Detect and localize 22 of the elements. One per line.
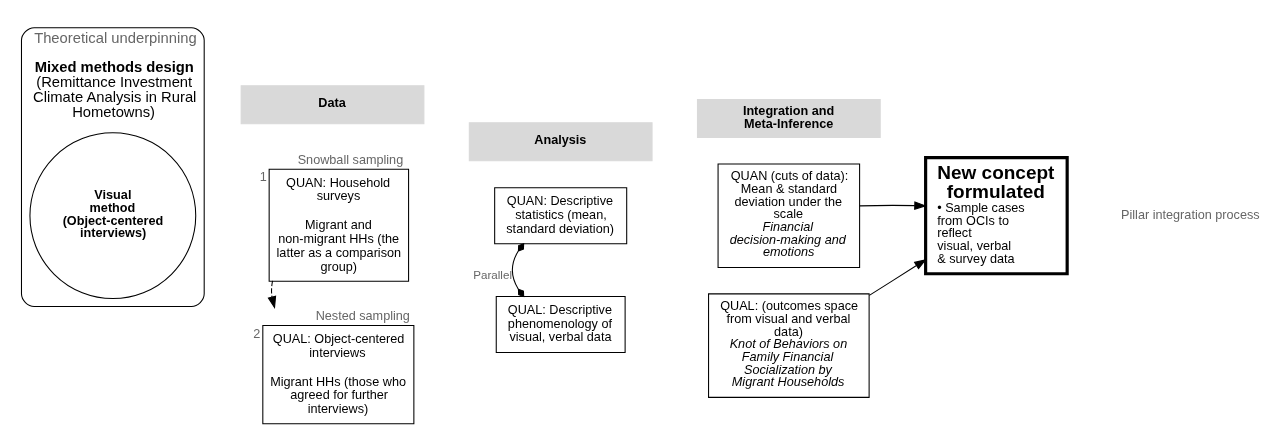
node-box: QUAL: Descriptive phenomenology of visual, verbal data	[495, 295, 626, 353]
node-box: Analysis	[468, 122, 653, 162]
arrow	[267, 280, 277, 309]
node-label: Theoretical underpinning	[34, 29, 197, 46]
arrow	[868, 259, 927, 296]
node-label: Snowball sampling	[297, 152, 404, 167]
connector	[511, 243, 525, 298]
arrow	[859, 201, 927, 211]
node-box: QUAL: (outcomes space from visual and verbal data) Knot of Behaviors on Family Financial Socialization by Migrant Households	[708, 293, 870, 398]
node-label: 1	[259, 170, 267, 185]
node-box: QUAN: Descriptive statistics (mean, standard deviation)	[494, 187, 628, 245]
node-box: QUAN: Household surveys Migrant and non-migrant HHs (the latter as a comparison group)	[268, 168, 410, 282]
node-circle: Visual method (Object-centered interviews)	[29, 132, 197, 300]
node-label: 2	[253, 326, 261, 341]
node-box: Integration and Meta-Inference	[696, 98, 881, 139]
node-label: Nested sampling	[315, 308, 410, 323]
node-box: QUAL: Object-centered interviews Migrant HHs (those who agreed for further interviews)	[262, 325, 415, 425]
edge-label: Parallel	[473, 268, 512, 282]
label: Pillar integration process	[1121, 207, 1260, 222]
node-box: New concept formulated • Sample cases from OCIs to reflect visual, verbal & survey data	[924, 156, 1069, 276]
node-box: Data	[240, 85, 425, 125]
node-box: QUAN (cuts of data): Mean & standard deviation under the scale Financial decision-making and emotions	[717, 163, 861, 268]
